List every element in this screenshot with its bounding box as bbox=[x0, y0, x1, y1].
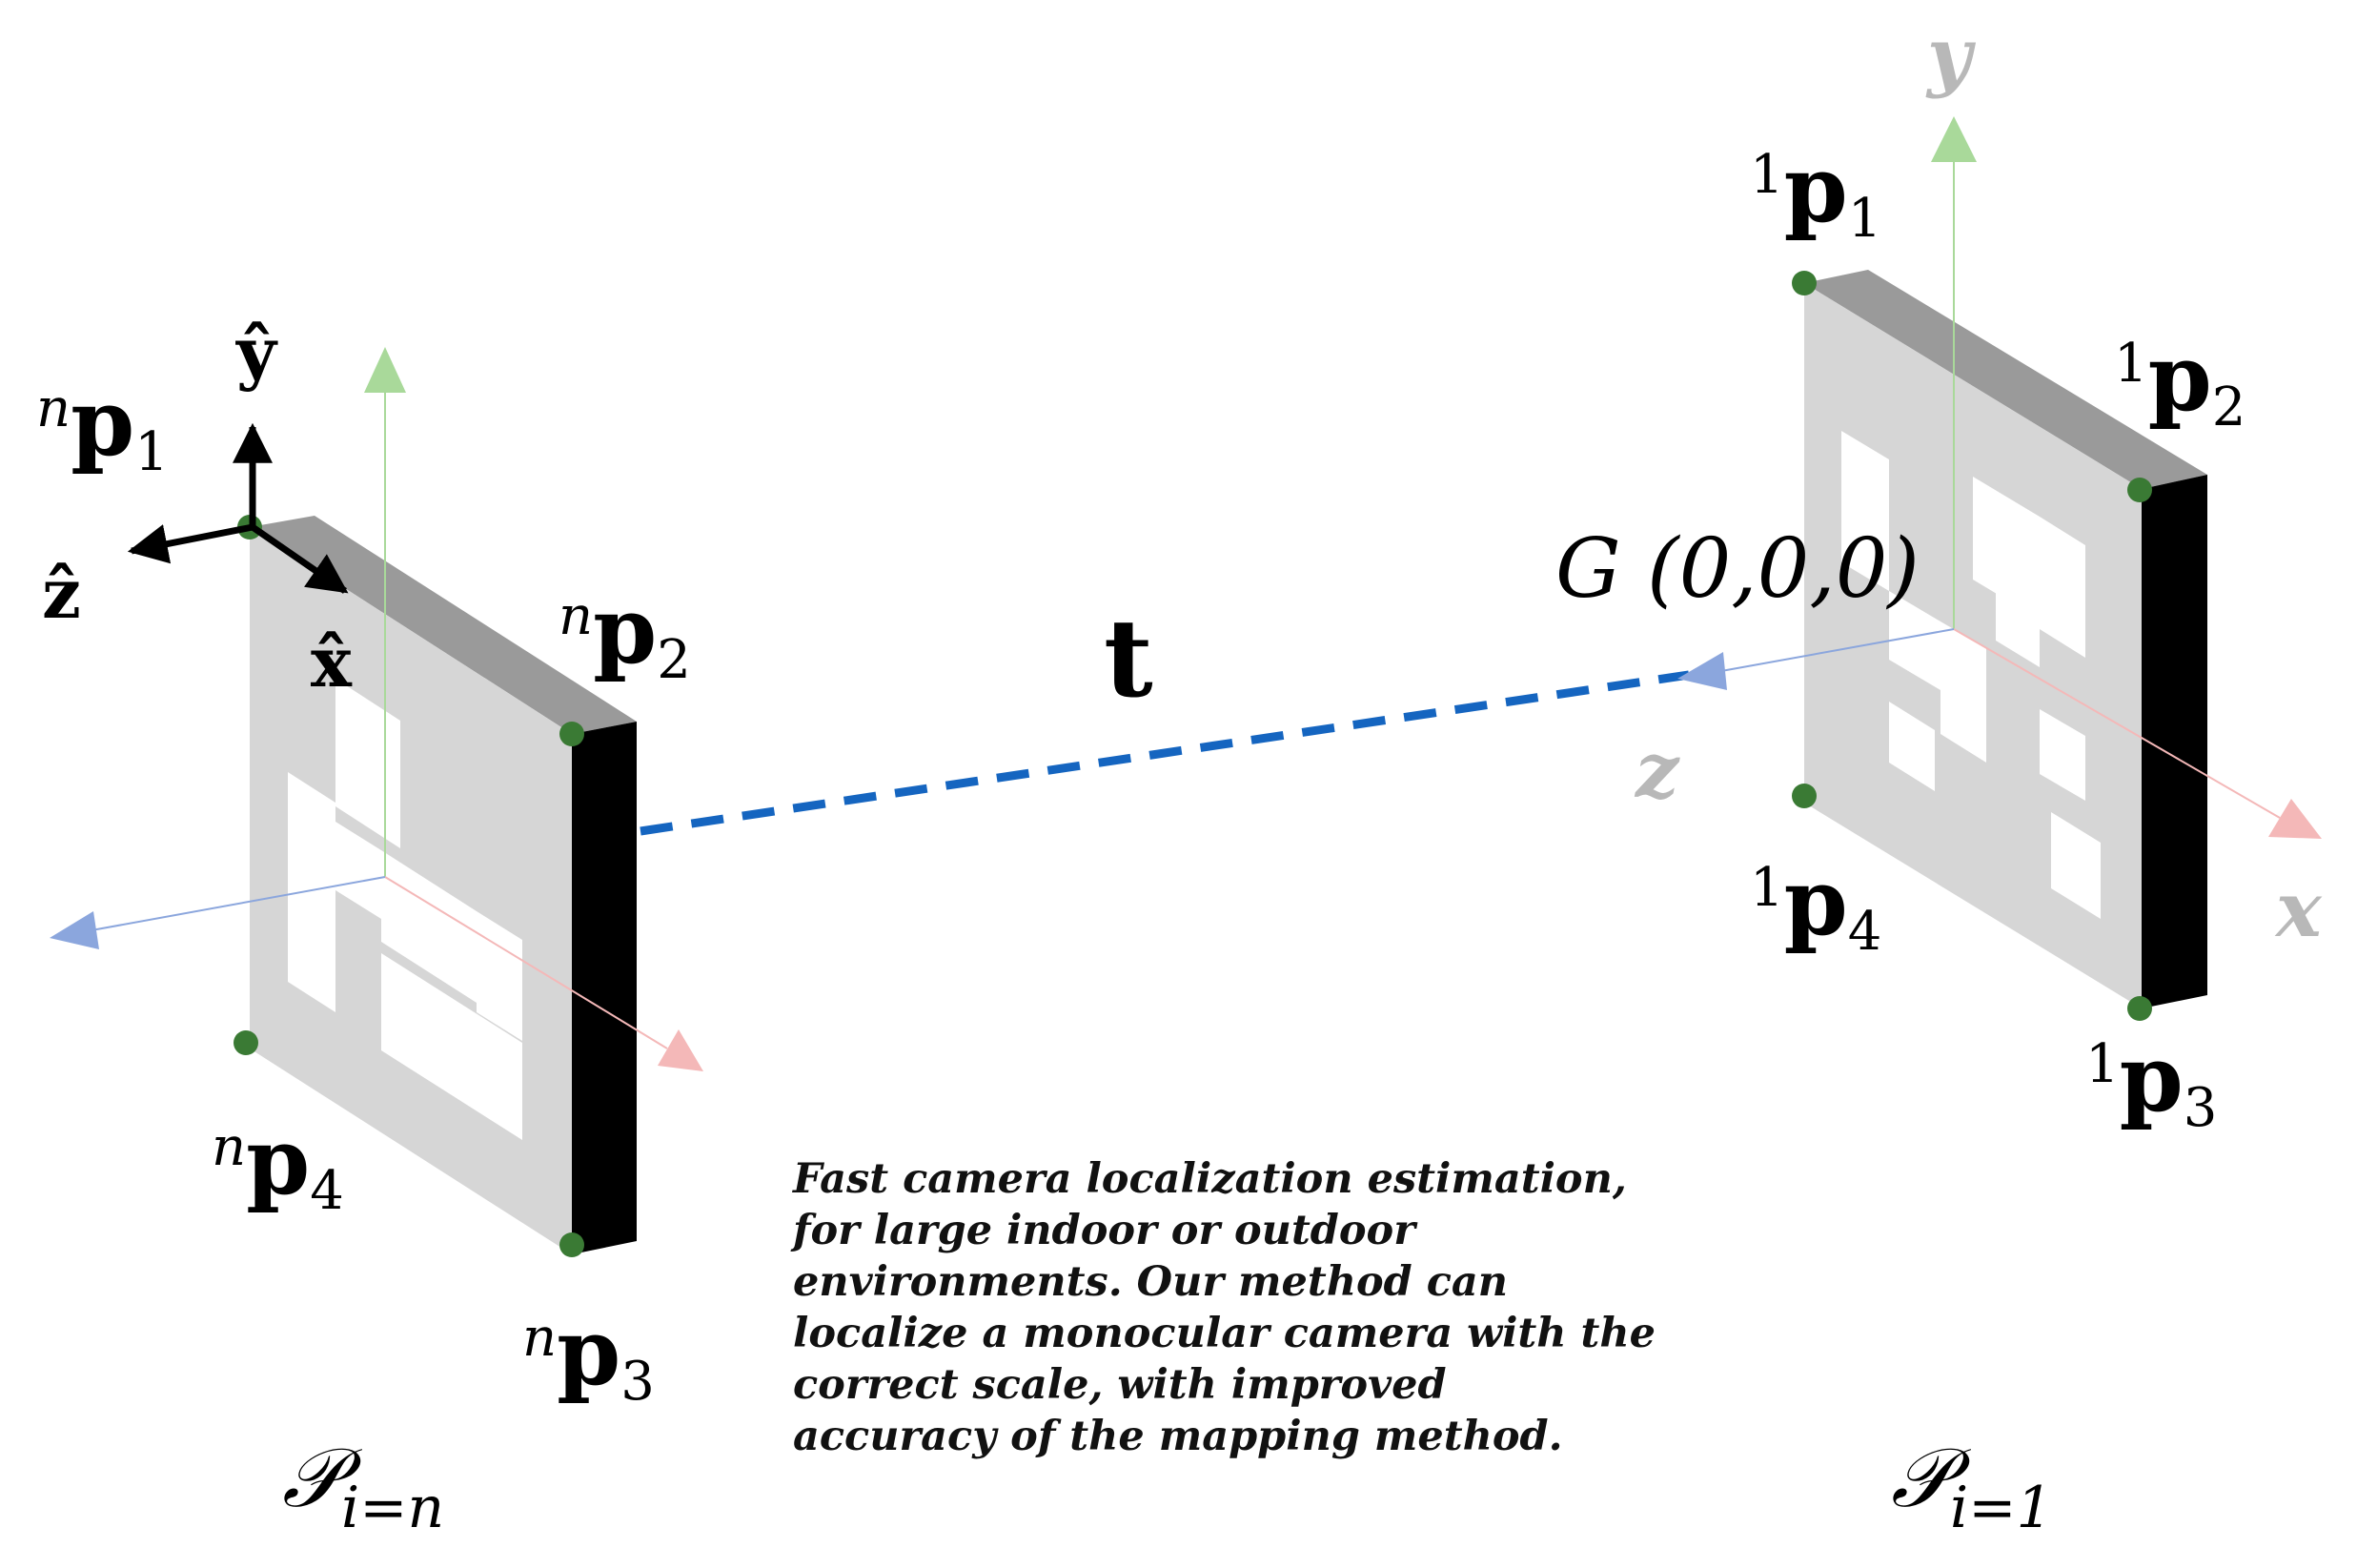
caption-line: localize a monocular camera with the bbox=[793, 1310, 1656, 1357]
marker-1-top-edge bbox=[1804, 270, 2207, 489]
caption-line: for large indoor or outdoor bbox=[793, 1207, 1415, 1254]
world-axis-y-head bbox=[1931, 116, 1977, 162]
caption: Fast camera localization estimation, for… bbox=[793, 1153, 1822, 1462]
marker-1-corner-4-dot bbox=[1792, 784, 1817, 808]
marker-1-corner-1-dot bbox=[1792, 271, 1817, 295]
caption-line: environments. Our method can bbox=[793, 1258, 1509, 1306]
marker-1-corner-3-label: 1p3 bbox=[2085, 1025, 2217, 1139]
hat-axis-y-label: ŷ bbox=[235, 312, 278, 393]
marker-n-corner-3-label: np3 bbox=[522, 1298, 655, 1413]
marker-n-corner-2-dot bbox=[559, 722, 584, 746]
world-axis-z-head bbox=[1677, 652, 1727, 690]
marker-n-axis-x bbox=[384, 876, 668, 1049]
marker-n-axis-z-head bbox=[50, 911, 99, 949]
marker-1-corner-2-label: 1p2 bbox=[2114, 324, 2245, 438]
hat-axis-x bbox=[251, 524, 349, 594]
marker-n-name: 𝒫i=n bbox=[282, 1431, 444, 1541]
world-axis-y-label: y bbox=[1925, 10, 1977, 100]
marker-1-corner-3-dot bbox=[2127, 996, 2152, 1021]
marker-n-side-edge bbox=[572, 722, 637, 1254]
translation-line bbox=[640, 670, 1690, 836]
marker-n-corner-2-label: np2 bbox=[559, 577, 691, 691]
marker-n-corner-1-label: np1 bbox=[36, 369, 169, 483]
hat-axis-z bbox=[127, 523, 254, 564]
marker-n-axis-y-head bbox=[364, 347, 406, 393]
origin-label: G (0,0,0) bbox=[1555, 521, 1920, 617]
world-axis-x-label: x bbox=[2274, 865, 2323, 954]
marker-1: y x z G (0,0,0) 1p1 1p2 1p3 1p4 𝒫i=1 bbox=[1555, 10, 2323, 1541]
translation-label: t bbox=[1104, 597, 1153, 722]
marker-1-side-edge bbox=[2142, 475, 2207, 1008]
caption-line: correct scale, with improved bbox=[793, 1361, 1447, 1409]
marker-n-axis-z bbox=[91, 876, 386, 931]
world-axis-x bbox=[1953, 628, 2281, 819]
marker-1-corner-2-dot bbox=[2127, 478, 2152, 502]
caption-line: accuracy of the mapping method. bbox=[793, 1413, 1563, 1460]
world-axis-x-head bbox=[2268, 799, 2322, 839]
marker-n: ŷ ẑ x̂ np1 np2 np3 np4 𝒫i=n bbox=[36, 312, 703, 1541]
marker-1-name: 𝒫i=1 bbox=[1891, 1431, 2053, 1541]
marker-n-corner-4-label: np4 bbox=[212, 1108, 344, 1222]
world-axis-z bbox=[1720, 628, 1955, 672]
marker-n-corner-3-dot bbox=[559, 1232, 584, 1257]
marker-n-corner-4-dot bbox=[234, 1030, 258, 1055]
marker-1-corner-1-label: 1p1 bbox=[1750, 135, 1881, 250]
marker-1-pattern bbox=[1841, 431, 2101, 919]
marker-n-axis-x-head bbox=[658, 1029, 703, 1071]
world-axis-z-label: z bbox=[1634, 725, 1680, 815]
hat-axis-z-label: ẑ bbox=[42, 553, 81, 634]
hat-axis-x-label: x̂ bbox=[311, 621, 353, 703]
marker-1-corner-4-label: 1p4 bbox=[1750, 848, 1881, 963]
caption-line: Fast camera localization estimation, bbox=[793, 1155, 1627, 1203]
